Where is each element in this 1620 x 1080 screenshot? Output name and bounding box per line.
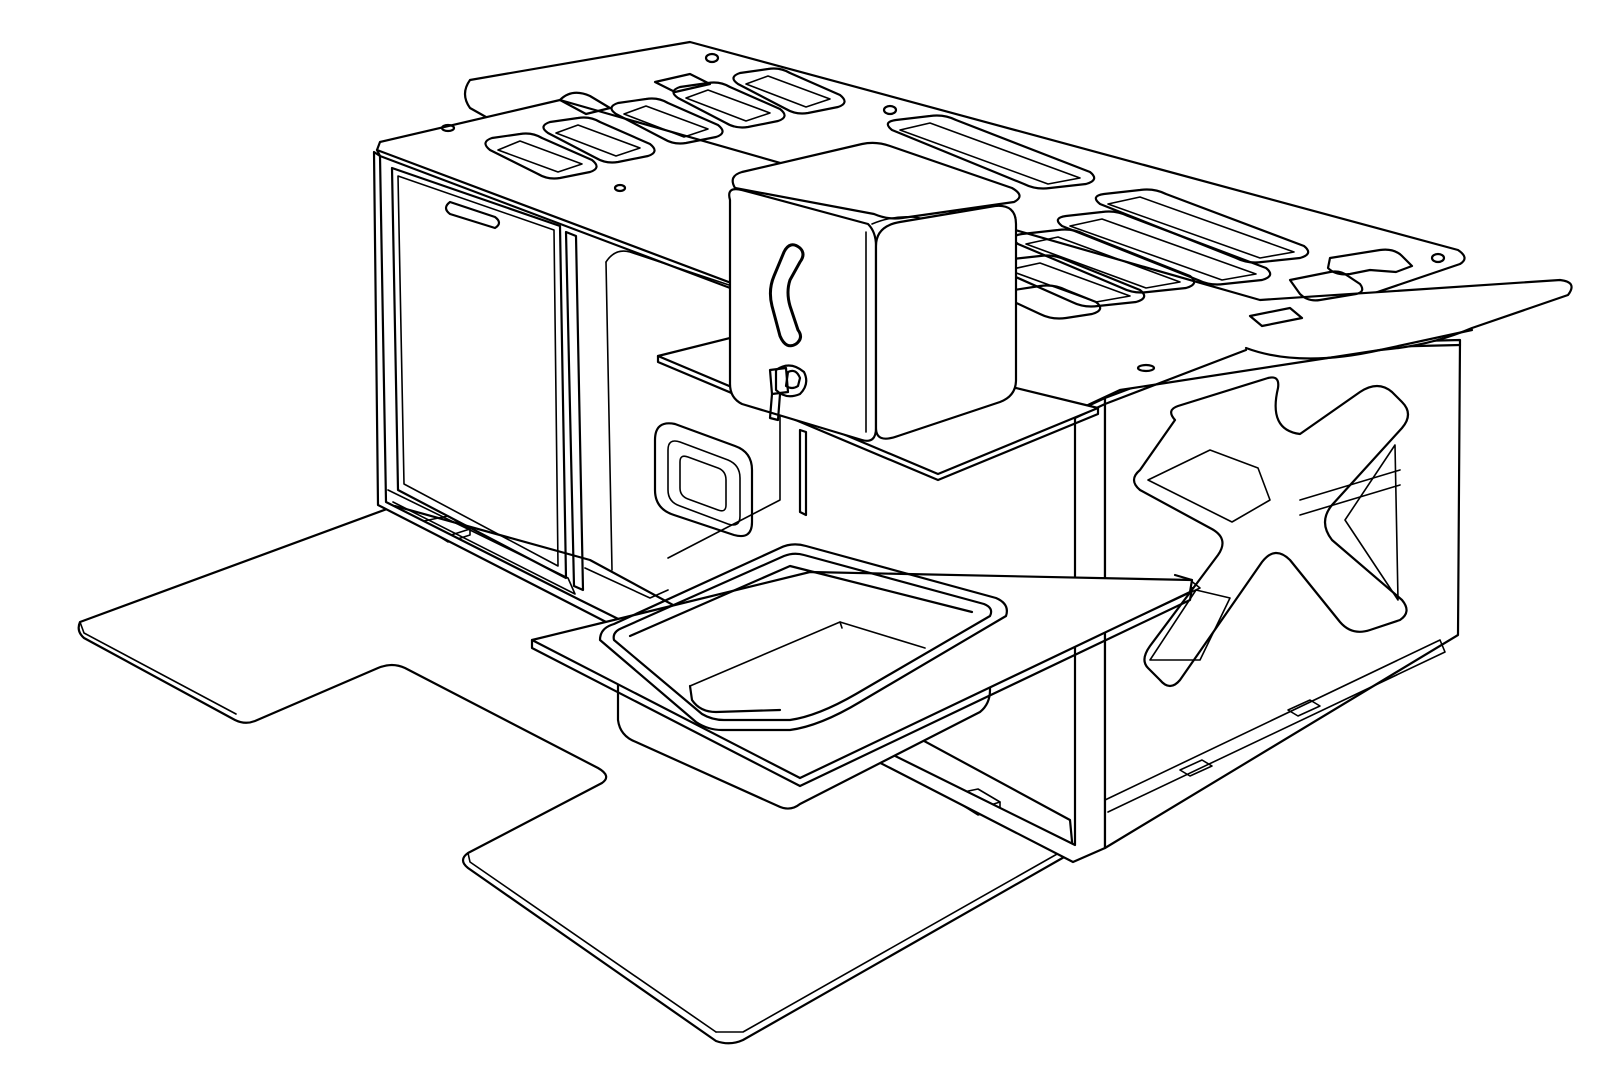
lower-shelf-with-sink [530,543,1194,810]
mounting-hole [1136,363,1156,373]
cabinet-body [372,150,1462,864]
mounting-hole [613,183,627,193]
tank-handle [768,243,805,348]
mounting-hole [704,52,720,64]
fold-out-floor-panel [77,504,1075,1045]
mounting-hole [882,104,898,116]
water-tap-icon[interactable] [768,364,808,422]
mounting-hole [1430,252,1446,264]
mounting-hole [440,123,456,133]
water-tank [728,141,1021,442]
